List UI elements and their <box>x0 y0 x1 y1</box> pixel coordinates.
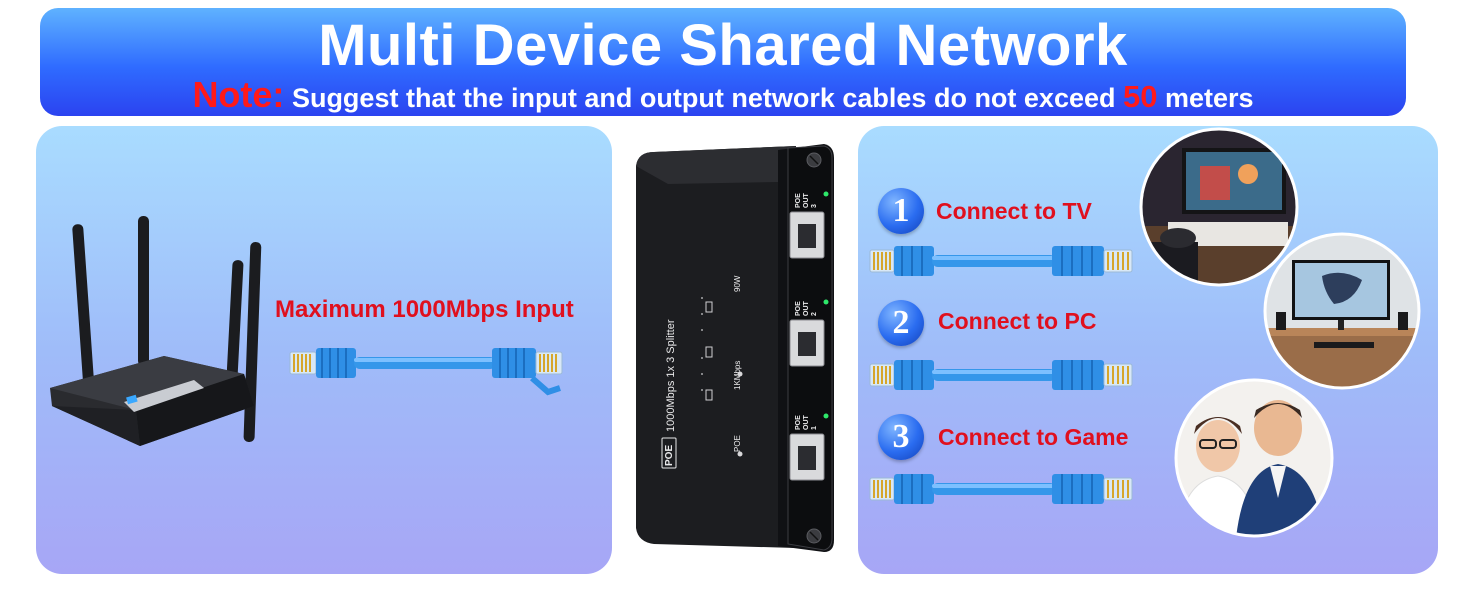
people-photo <box>1174 378 1334 538</box>
port-1-label-line2: OUT <box>803 415 810 431</box>
banner-note: Note: Suggest that the input and output … <box>40 77 1406 115</box>
output-3-label: Connect to Game <box>938 424 1129 450</box>
device-brand-tag: POE <box>664 445 675 466</box>
device-model-text: 1000Mbps 1x 3 Splitter <box>665 319 677 432</box>
port-1-label-line1: POE <box>795 415 802 430</box>
note-text-before: Suggest that the input and output networ… <box>284 83 1123 113</box>
port-2-label-line2: OUT <box>803 301 810 317</box>
max-input-label: Maximum 1000Mbps Input <box>275 296 574 323</box>
note-text-after: meters <box>1157 83 1254 113</box>
poe-splitter-device: POE OUT 3 POE OUT 2 POE OUT 1 POE 1000Mb… <box>636 144 834 552</box>
input-cable-icon <box>289 348 563 396</box>
header-banner: Multi Device Shared Network Note: Sugges… <box>40 8 1406 116</box>
port-2-label-line1: POE <box>795 301 802 316</box>
port-3-label-line3: 3 <box>811 204 818 208</box>
output-1-number: 1 <box>878 188 924 234</box>
port-3-label-line2: OUT <box>803 193 810 209</box>
output-cable-1-icon <box>869 246 1133 276</box>
port-1-label-line3: 1 <box>811 426 818 430</box>
output-3-number: 3 <box>878 414 924 460</box>
output-2-label: Connect to PC <box>938 308 1097 334</box>
pc-photo <box>1263 232 1421 390</box>
banner-title: Multi Device Shared Network <box>318 13 1128 78</box>
led-label-90w: 90W <box>733 275 742 292</box>
port-2-label-line3: 2 <box>811 312 818 316</box>
output-1-label: Connect to TV <box>936 198 1092 224</box>
tv-photo <box>1139 127 1299 287</box>
router-icon <box>50 216 262 446</box>
led-label-1kmbps: 1KMbps <box>733 361 742 390</box>
note-label: Note: <box>192 74 285 115</box>
output-cable-3-icon <box>869 474 1133 504</box>
note-number: 50 <box>1123 79 1158 114</box>
led-label-poe: POE <box>733 435 742 452</box>
port-3-label-line1: POE <box>795 193 802 208</box>
device-brand: POE 1000Mbps 1x 3 Splitter <box>661 319 677 469</box>
output-2-number: 2 <box>878 300 924 346</box>
output-cable-2-icon <box>869 360 1133 390</box>
